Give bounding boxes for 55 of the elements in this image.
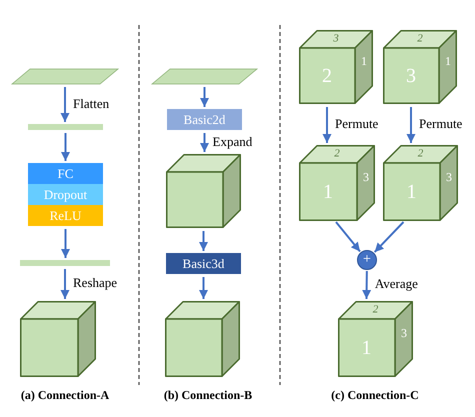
edge-label: Expand xyxy=(212,134,254,149)
side-face-number: 1 xyxy=(445,55,451,68)
edge-label: Flatten xyxy=(72,96,110,111)
layer-block: ReLU xyxy=(28,205,103,226)
layer-block: FC xyxy=(28,163,103,184)
side-face-number: 3 xyxy=(363,170,369,183)
arrow xyxy=(200,87,209,107)
cube-drawing xyxy=(166,154,241,228)
arrow xyxy=(200,133,209,152)
edge-label: Permute xyxy=(334,117,380,132)
side-face-number: 3 xyxy=(401,326,407,339)
panel-caption: (b) Connection-B xyxy=(164,388,252,403)
top-face-number: 2 xyxy=(372,304,378,316)
plane-shape xyxy=(12,69,118,84)
arrow xyxy=(335,221,361,252)
top-face-number: 2 xyxy=(334,148,340,160)
arrow xyxy=(61,229,70,258)
arrow xyxy=(60,269,70,299)
layer-block: Basic3d xyxy=(166,253,241,274)
top-face-number: 3 xyxy=(333,34,339,44)
feature-bar xyxy=(20,260,110,266)
front-face-number: 2 xyxy=(322,66,332,86)
arrow xyxy=(362,270,372,300)
arrow xyxy=(374,221,404,253)
front-face-number: 3 xyxy=(406,66,416,86)
front-face-number: 1 xyxy=(323,182,333,202)
arrow xyxy=(199,231,208,251)
front-face-number: 1 xyxy=(362,338,372,358)
edge-label: Average xyxy=(374,276,419,292)
cube-drawing xyxy=(299,145,375,221)
cube-drawing xyxy=(383,30,457,104)
top-face-number: 2 xyxy=(417,34,423,44)
layer-block: Dropout xyxy=(28,184,103,205)
side-face-number: 1 xyxy=(361,55,367,68)
edge-label: Reshape xyxy=(72,276,118,290)
arrow xyxy=(61,133,70,161)
sum-circle: + xyxy=(357,250,377,270)
plane-shape xyxy=(152,69,257,84)
panel-caption: (a) Connection-A xyxy=(20,388,110,403)
feature-bar xyxy=(28,124,103,130)
cube-drawing xyxy=(165,301,240,377)
arrow xyxy=(199,277,208,299)
cube-drawing xyxy=(20,301,96,377)
cube-drawing xyxy=(383,145,458,221)
cube-drawing xyxy=(338,301,413,377)
arrow xyxy=(406,107,416,143)
arrow xyxy=(322,107,332,143)
panel-caption: (c) Connection-C xyxy=(331,388,419,403)
edge-label: Permute xyxy=(418,117,464,132)
layer-block: Basic2d xyxy=(167,109,242,130)
top-face-number: 2 xyxy=(418,148,424,160)
front-face-number: 1 xyxy=(406,182,416,202)
arrow xyxy=(60,87,70,122)
side-face-number: 3 xyxy=(446,170,452,183)
cube-drawing xyxy=(299,30,373,104)
